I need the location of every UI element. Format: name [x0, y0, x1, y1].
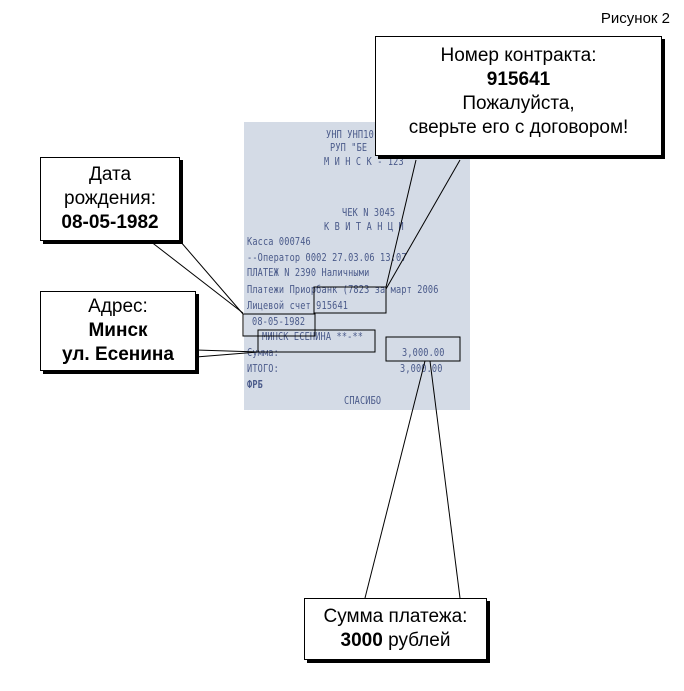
- birthdate-label-1: Дата: [88, 164, 132, 185]
- figure-label: Рисунок 2: [600, 10, 670, 27]
- contract-note-2: сверьте его с договором!: [408, 117, 629, 138]
- receipt-line: ФРБ: [247, 378, 263, 391]
- receipt-line: ЧЕК N 3045: [342, 206, 396, 219]
- contract-label: Номер контракта:: [440, 45, 597, 66]
- receipt-line: К В И Т А Н Ц И: [324, 220, 404, 233]
- sum-currency: рублей: [382, 630, 451, 651]
- sum-value-line: 3000 рублей: [305, 629, 486, 653]
- receipt-line: МИНСК ЕСЕНИНА **-**: [262, 330, 364, 343]
- contract-note-1: Пожалуйста,: [462, 93, 575, 114]
- receipt-line: СПАСИБО: [344, 394, 382, 407]
- address-city: Минск: [88, 320, 148, 341]
- receipt-line: Сумма:: [247, 346, 279, 359]
- address-callout: Адрес: Минск ул. Есенина: [40, 291, 196, 371]
- sum-amount: 3000: [340, 630, 383, 651]
- receipt-line: Лицевой счет 915641: [247, 299, 349, 312]
- birthdate-callout: Дата рождения: 08-05-1982: [40, 157, 180, 241]
- sum-label: Сумма платежа:: [323, 606, 468, 627]
- birthdate-value: 08-05-1982: [61, 212, 159, 233]
- receipt-line: 08-05-1982: [252, 315, 306, 328]
- receipt-line: 3,000.00: [402, 346, 445, 359]
- receipt-line: 3,000.00: [400, 362, 443, 375]
- address-street: ул. Есенина: [62, 344, 174, 365]
- contract-number: 915641: [486, 69, 551, 90]
- address-label: Адрес:: [88, 296, 148, 317]
- receipt-line: ПЛАТЕЖ N 2390 Наличными: [247, 266, 370, 279]
- receipt-line: УНП УНП10: [326, 128, 374, 141]
- birthdate-label-2: рождения:: [64, 188, 156, 209]
- receipt-line: Касса 000746: [247, 235, 311, 248]
- receipt-line: М И Н С К - 123: [324, 155, 404, 168]
- receipt-image: УНП УНП10 РУП "БЕ М И Н С К - 123 ЧЕК N …: [244, 122, 470, 410]
- sum-callout: Сумма платежа: 3000 рублей: [304, 598, 487, 660]
- receipt-line: --Оператор 0002 27.03.06 13:07: [247, 251, 407, 264]
- receipt-line: ИТОГО:: [247, 362, 279, 375]
- contract-callout: Номер контракта: 915641 Пожалуйста, свер…: [375, 36, 662, 156]
- receipt-line: РУП "БЕ: [330, 141, 368, 154]
- receipt-line: Платежи Приорбанк (7823 за март 2006: [247, 283, 439, 296]
